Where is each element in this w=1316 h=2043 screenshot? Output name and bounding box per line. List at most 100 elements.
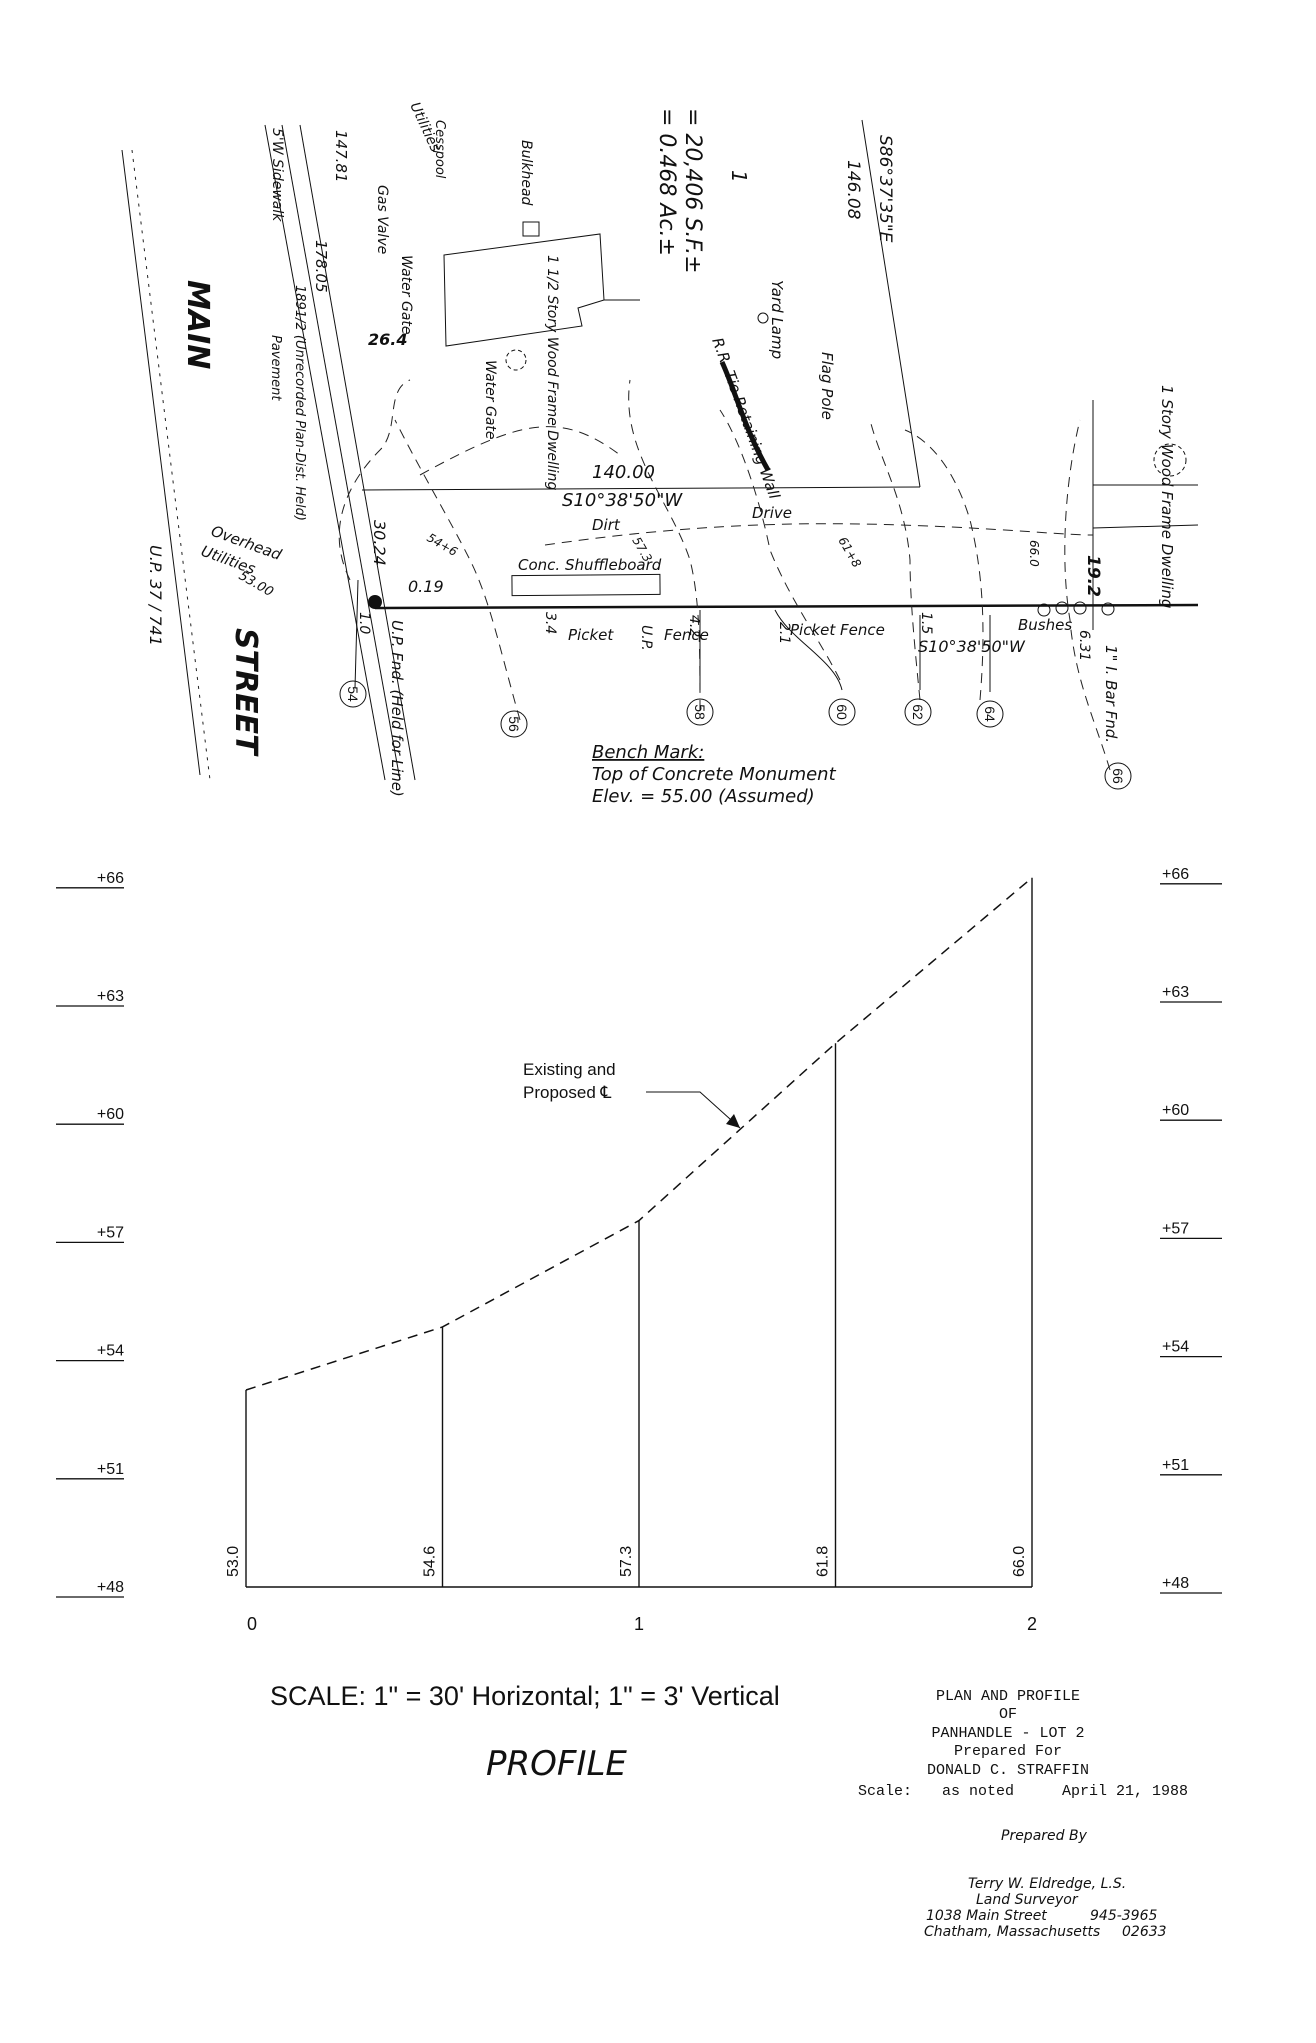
station-label: 1 xyxy=(634,1614,644,1634)
bush-icon xyxy=(1101,602,1115,616)
picket-fence-label: Picket Fence xyxy=(790,621,885,639)
drive-label: Drive xyxy=(752,504,792,522)
elevation-label: 57.3 xyxy=(618,1546,635,1577)
retaining-wall-label: R.R. Tie Retaining Wall xyxy=(708,335,783,502)
bush-icon xyxy=(1037,603,1051,617)
date: April 21, 1988 xyxy=(1062,1783,1188,1800)
elevation-label: 61.8 xyxy=(815,1546,832,1577)
axis-label: +48 xyxy=(97,1579,124,1596)
bushes-label: Bushes xyxy=(1018,616,1072,634)
lot-number: 1 xyxy=(727,170,751,183)
surveyor-name: Terry W. Eldredge, L.S. xyxy=(968,1876,1126,1892)
elevation-label: 54.6 xyxy=(422,1546,439,1577)
drive-edge xyxy=(544,523,1094,546)
bench-mark-line-2: Elev. = 55.00 (Assumed) xyxy=(592,786,815,807)
bearing-south: S10°38'50"W xyxy=(918,637,1026,656)
surveyor-zip: 02633 xyxy=(1122,1924,1167,1940)
contour-label: 64 xyxy=(982,706,998,722)
surveyor-title: Land Surveyor xyxy=(976,1892,1079,1908)
dwelling-outline xyxy=(443,233,605,347)
bulkhead-label: Bulkhead xyxy=(518,140,534,206)
axis-label: +66 xyxy=(1162,866,1189,883)
water-gate-icon xyxy=(505,349,527,371)
street-edge-dotted xyxy=(131,149,211,781)
contour-64 xyxy=(904,429,984,701)
surveyor-address: 1038 Main Street xyxy=(926,1908,1047,1924)
axis-label: +51 xyxy=(1162,1457,1189,1474)
contour-label: 66 xyxy=(1110,768,1126,784)
bulkhead-box xyxy=(522,221,540,237)
sidewalk-label: 5'W Sidewalk xyxy=(269,128,285,222)
sidewalk-line xyxy=(264,124,386,781)
yard-lamp-icon xyxy=(757,312,769,324)
dwelling-label: 1 1/2 Story Wood Frame Dwelling xyxy=(544,255,560,491)
gas-valve-label: Gas Valve xyxy=(374,185,390,254)
contour-56 xyxy=(394,419,521,721)
north-length: 146.08 xyxy=(843,160,863,220)
scale-note: SCALE: 1" = 30' Horizontal; 1" = 3' Vert… xyxy=(270,1681,780,1711)
street-edge-line xyxy=(121,149,201,776)
title-line-2: OF xyxy=(999,1706,1017,1723)
callout-line-2: Proposed ℄ xyxy=(523,1083,611,1102)
scale-label: Scale: xyxy=(858,1783,912,1800)
offset-1-0: 1.0 xyxy=(356,612,372,634)
fence-offset-3-4: 3.4 xyxy=(542,612,558,634)
east-property-line xyxy=(861,119,921,488)
middle-property-line xyxy=(361,486,921,491)
shuffleboard-outline xyxy=(511,573,661,597)
title-line-4: Prepared For xyxy=(954,1743,1062,1760)
offset-house: 26.4 xyxy=(368,330,407,349)
contour-circle xyxy=(828,698,856,726)
water-gate-label-1: Water Gate xyxy=(398,255,414,335)
fence-offset-1-5: 1.5 xyxy=(918,612,934,634)
axis-label: +57 xyxy=(97,1224,124,1241)
pavement-label: Pavement xyxy=(268,335,283,401)
bush-icon xyxy=(1073,601,1087,615)
contour-circle xyxy=(976,700,1004,728)
axis-label: +48 xyxy=(1162,1575,1189,1592)
pole-reference: U.P. 37 / 741 xyxy=(146,545,165,646)
contour-54 xyxy=(338,379,411,581)
axis-label: +63 xyxy=(97,988,124,1005)
frontage-30: 30.24 xyxy=(370,520,389,566)
yard-lamp-label: Yard Lamp xyxy=(768,280,786,359)
offset-19-2: 19.2 xyxy=(1083,555,1103,597)
contour-62 xyxy=(869,419,921,701)
bush-icon xyxy=(1055,601,1069,615)
cesspool-label: Cesspool xyxy=(432,120,447,179)
lot-west-line xyxy=(299,124,416,781)
centerline-profile xyxy=(245,877,1033,1391)
contour-circle xyxy=(1104,762,1132,790)
area-acres: = 0.468 Ac.± xyxy=(654,108,679,256)
axis-label: +66 xyxy=(97,870,124,887)
frontage-178: 178.05 xyxy=(312,240,330,293)
spot-54: 54+6 xyxy=(425,530,461,559)
profile-title: PROFILE xyxy=(486,1744,627,1784)
contour-misc xyxy=(419,426,621,476)
street-name-street: STREET xyxy=(228,628,263,757)
contour-label: 58 xyxy=(692,704,708,720)
elevation-label: 53.0 xyxy=(225,1546,242,1577)
picket-label: Picket xyxy=(568,626,614,644)
prepared-by: Prepared By xyxy=(1001,1828,1088,1844)
neighbor-house-outline-2 xyxy=(1092,524,1199,529)
scale-value: as noted xyxy=(942,1783,1014,1800)
right-elevation-axis: +66+63+60+57+54+51+48 xyxy=(1160,866,1222,1594)
contour-labels: 54 56 58 60 62 64 66 xyxy=(339,680,1132,790)
spot-66: 66.0 xyxy=(1027,540,1041,567)
fence-label: Fence xyxy=(664,626,709,644)
utility-pole-icon xyxy=(368,595,382,609)
contour-label: 56 xyxy=(506,716,522,732)
surveyor-phone: 945-3965 xyxy=(1090,1908,1157,1924)
contour-circle xyxy=(339,680,367,708)
offset-6-31: 6.31 xyxy=(1076,630,1092,661)
offset-0-19: 0.19 xyxy=(408,577,444,596)
bearing-middle: S10°38'50"W xyxy=(562,490,683,511)
station-label: 0 xyxy=(247,1614,257,1634)
axis-label: +51 xyxy=(97,1461,124,1478)
title-block: PLAN AND PROFILE OF PANHANDLE - LOT 2 Pr… xyxy=(858,1688,1188,1940)
contour-circle xyxy=(686,698,714,726)
middle-length: 140.00 xyxy=(592,462,655,483)
callout-leader xyxy=(646,1091,741,1129)
